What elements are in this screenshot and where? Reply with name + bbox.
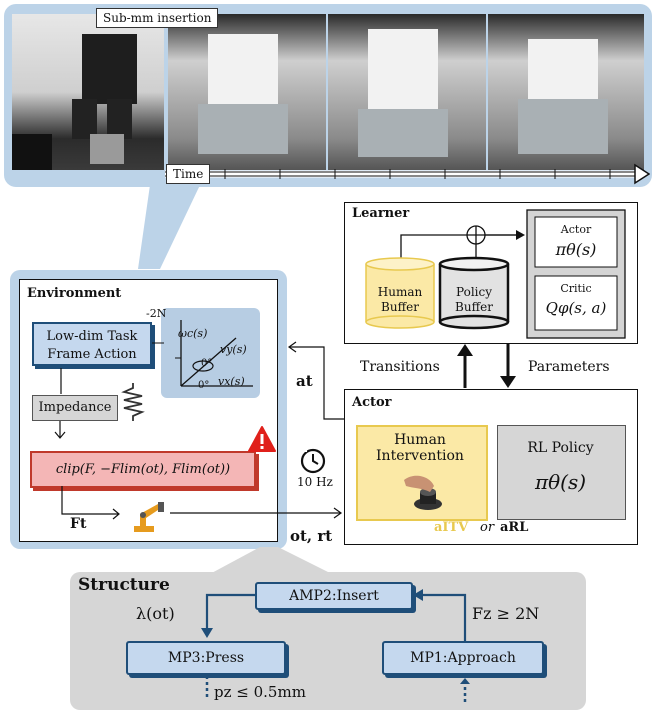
time-label: Time (166, 164, 211, 184)
policy-buffer-line2: Buffer (455, 300, 493, 314)
policy-buffer-label: Policy Buffer (440, 285, 508, 315)
impedance-box: Impedance (32, 395, 118, 421)
sub-mm-caption: Sub-mm insertion (96, 8, 219, 28)
human-intervention-line1: Human (394, 432, 446, 448)
parameters-label: Parameters (528, 359, 610, 375)
zero-deg-2: 0° (198, 380, 210, 391)
force-arrow (61, 486, 120, 520)
omega-c-label: ωc(s) (178, 327, 208, 340)
frequency-label: 10 Hz (297, 475, 333, 489)
mp1-approach-node: MP1:Approach (382, 641, 544, 675)
frame-axes (175, 320, 253, 387)
human-intervention-label: Human Intervention (356, 432, 484, 464)
amp2-insert-node: AMP2:Insert (255, 582, 413, 610)
critic-formula: Qφ(s, a) (545, 299, 607, 317)
structure-title: Structure (78, 575, 170, 595)
human-buffer-line1: Human (377, 285, 423, 299)
spring-icon (121, 383, 145, 421)
structure-arrows (201, 589, 470, 702)
insertion-frame-2 (328, 14, 486, 170)
learner-actor-arrows (457, 344, 516, 388)
callout-wedge (138, 185, 200, 269)
impedance-to-clip-arrow (54, 421, 66, 439)
task-frame-action-box: Low-dim Task Frame Action (32, 322, 152, 366)
environment-title: Environment (27, 286, 122, 301)
learner-graphics (365, 209, 626, 339)
robot-photo-overview (12, 14, 164, 170)
a-rl-label: aRL (500, 520, 529, 535)
task-to-axes-line (152, 342, 164, 344)
warning-icon (248, 426, 276, 452)
robot-arm-icon (134, 502, 164, 532)
pz-condition: pz ≤ 0.5mm (214, 683, 306, 701)
task-frame-line2: Frame Action (47, 347, 137, 362)
intervention-button-icon (404, 475, 442, 510)
mp3-press-node: MP3:Press (126, 641, 286, 675)
insertion-frame-3 (488, 14, 644, 170)
f-t-label: Ft (70, 516, 87, 532)
human-buffer-line2: Buffer (381, 300, 419, 314)
actor-title: Actor (352, 395, 392, 410)
observation-arrow (170, 507, 343, 519)
fz-condition: Fz ≥ 2N (472, 604, 540, 623)
task-frame-line1: Low-dim Task (46, 329, 138, 344)
lambda-condition: λ(ot) (136, 604, 175, 623)
clip-box: clip(F, −Flim(ot), Flim(ot)) (30, 451, 256, 488)
learner-actor-formula: πθ(s) (555, 240, 597, 259)
axis-panel (161, 308, 260, 398)
learner-actor-label: Actor (560, 223, 592, 236)
insertion-frame-1 (168, 14, 326, 170)
human-intervention-box (356, 425, 488, 521)
critic-label: Critic (560, 282, 592, 295)
action-label: at (296, 372, 313, 390)
task-to-impedance-line (60, 368, 62, 394)
vy-label: vy(s) (220, 343, 247, 356)
learner-title: Learner (352, 206, 410, 221)
action-arrow (287, 341, 346, 420)
human-intervention-line2: Intervention (376, 448, 464, 464)
time-arrow (165, 163, 650, 185)
vx-label: vx(s) (218, 375, 245, 388)
or-label: or (480, 520, 495, 535)
rl-policy-label: RL Policy (527, 440, 594, 456)
transitions-label: Transitions (360, 359, 440, 375)
clock-icon (300, 448, 326, 474)
structure-callout-wedge (208, 547, 334, 575)
rl-policy-formula: πθ(s) (534, 470, 587, 494)
human-buffer-label: Human Buffer (366, 285, 434, 315)
a-itv-label: aITV (434, 520, 469, 535)
obs-reward-label: ot, rt (290, 527, 333, 545)
policy-buffer-line1: Policy (456, 285, 492, 299)
zero-deg-1: 0° (201, 358, 213, 369)
neg-2n-label: -2N (146, 307, 167, 320)
rl-policy-box (497, 425, 626, 520)
